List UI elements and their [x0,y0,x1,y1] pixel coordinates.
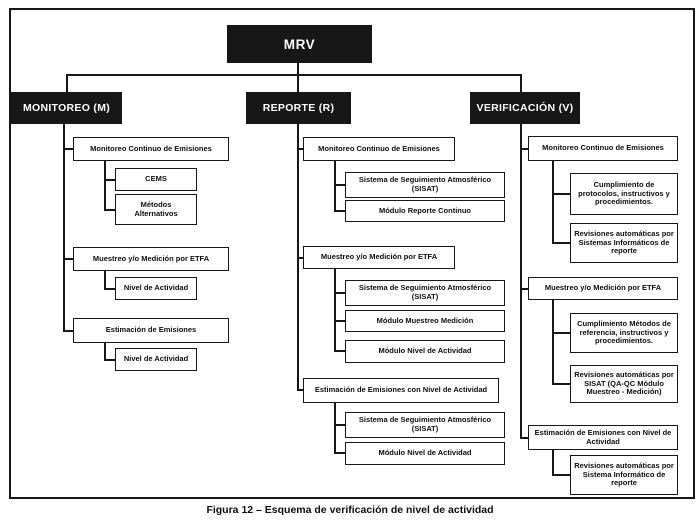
node-r-sisat-1: Sistema de Seguimiento Atmosférico (SISA… [345,172,505,198]
connector-line [334,452,345,454]
node-r-modulo-nivel-actividad-2: Módulo Nivel de Actividad [345,442,505,465]
node-v-revisiones-sistemas-reporte: Revisiones automáticas por Sistemas Info… [570,223,678,263]
connector-line [334,184,345,186]
node-r-monitoreo-continuo: Monitoreo Continuo de Emisiones [303,137,455,161]
connector-line [520,74,522,92]
connector-line [552,242,570,244]
node-mrv: MRV [227,25,372,63]
connector-line [552,474,570,476]
connector-line [104,209,115,211]
node-r-sisat-2: Sistema de Seguimiento Atmosférico (SISA… [345,280,505,306]
connector-line [104,288,115,290]
connector-line [297,148,303,150]
connector-line [552,450,554,475]
connector-line [520,437,528,439]
node-r-estimacion-nivel: Estimación de Emisiones con Nivel de Act… [303,378,499,403]
figure-caption: Figura 12 – Esquema de verificación de n… [206,504,494,516]
connector-line [63,258,73,260]
connector-line [552,383,570,385]
column-header-monitoreo: MONITOREO (M) [11,92,122,124]
connector-line [104,161,106,210]
connector-line [520,288,528,290]
connector-line [334,161,336,211]
connector-line [66,74,521,76]
node-r-modulo-muestreo-medicion: Módulo Muestreo Medición [345,310,505,332]
node-v-muestreo-etfa: Muestreo y/o Medición por ETFA [528,277,678,300]
connector-line [63,124,65,331]
node-v-cumplimiento-metodos: Cumplimiento Métodos de referencia, inst… [570,313,678,353]
node-m-cems: CEMS [115,168,197,191]
node-m-nivel-actividad-1: Nivel de Actividad [115,277,197,300]
node-m-estimacion-emisiones: Estimación de Emisiones [73,318,229,343]
node-m-muestreo-etfa: Muestreo y/o Medición por ETFA [73,247,229,271]
connector-line [552,161,554,243]
connector-line [552,193,570,195]
connector-line [104,179,115,181]
connector-line [63,148,73,150]
connector-line [104,271,106,289]
column-header-reporte: REPORTE (R) [246,92,351,124]
connector-line [104,359,115,361]
connector-line [552,332,570,334]
connector-line [334,292,345,294]
node-m-nivel-actividad-2: Nivel de Actividad [115,348,197,371]
connector-line [334,403,336,453]
connector-line [104,343,106,360]
node-v-monitoreo-continuo: Monitoreo Continuo de Emisiones [528,136,678,161]
connector-line [297,74,299,92]
connector-line [297,257,303,259]
connector-line [520,148,528,150]
node-m-metodos-alternativos: Métodos Alternativos [115,194,197,225]
connector-line [63,330,73,332]
connector-line [334,320,345,322]
connector-line [66,74,68,92]
node-r-modulo-reporte-continuo: Módulo Reporte Continuo [345,200,505,222]
diagram-border [9,8,695,499]
node-v-revisiones-sistema-informatico: Revisiones automáticas por Sistema Infor… [570,455,678,495]
node-r-modulo-nivel-actividad-1: Módulo Nivel de Actividad [345,340,505,363]
connector-line [334,424,345,426]
connector-line [334,350,345,352]
connector-line [552,300,554,384]
node-v-revisiones-sisat: Revisiones automáticas por SISAT (QA-QC … [570,365,678,403]
node-r-sisat-3: Sistema de Seguimiento Atmosférico (SISA… [345,412,505,438]
connector-line [520,124,522,437]
node-v-estimacion-nivel: Estimación de Emisiones con Nivel de Act… [528,425,678,450]
connector-line [297,389,303,391]
connector-line [334,269,336,351]
node-v-cumplimiento-protocolos: Cumplimiento de protocolos, instructivos… [570,173,678,215]
node-r-muestreo-etfa: Muestreo y/o Medición por ETFA [303,246,455,269]
column-header-verificacion: VERIFICACIÓN (V) [470,92,580,124]
connector-line [297,63,299,74]
connector-line [334,210,345,212]
node-m-monitoreo-continuo: Monitoreo Continuo de Emisiones [73,137,229,161]
